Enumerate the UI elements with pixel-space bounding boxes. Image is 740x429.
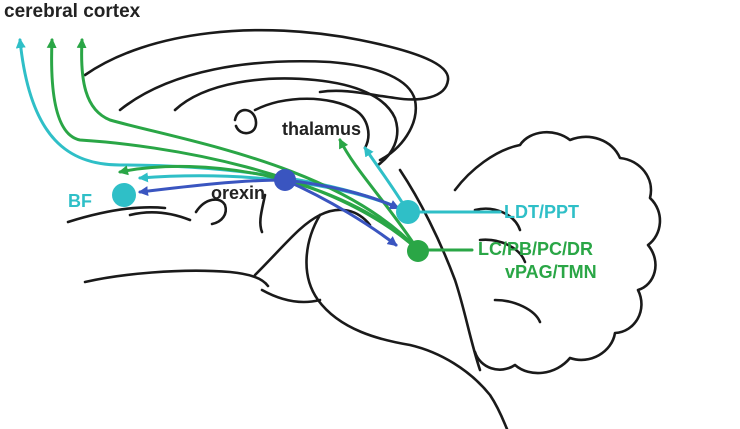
brain-outline (66, 28, 662, 429)
lc-node (407, 240, 429, 262)
arrow-lc-to-thalamus (338, 138, 420, 252)
arrow-orexin-to-ldt (283, 178, 400, 210)
blue-projections (138, 178, 400, 247)
arrow-orexin-to-lc (283, 178, 398, 247)
ldt-ppt-node (396, 200, 420, 224)
thalamus-label: thalamus (282, 119, 362, 139)
vpag-tmn-label: vPAG/TMN (505, 262, 597, 282)
bf-label: BF (68, 191, 92, 211)
orexin-node (274, 169, 296, 191)
arrow-orexin-to-bf (138, 178, 287, 197)
lc-pb-pc-dr-label: LC/PB/PC/DR (478, 239, 594, 259)
ldt-ppt-label: LDT/PPT (504, 202, 579, 222)
arrow-lc-to-cortex-2 (76, 38, 420, 252)
bf-node (112, 183, 136, 207)
cerebral-cortex-label: cerebral cortex (4, 1, 141, 22)
orexin-label: orexin (211, 183, 266, 203)
green-projections (46, 38, 474, 252)
arrow-lc-to-bf (118, 164, 420, 252)
